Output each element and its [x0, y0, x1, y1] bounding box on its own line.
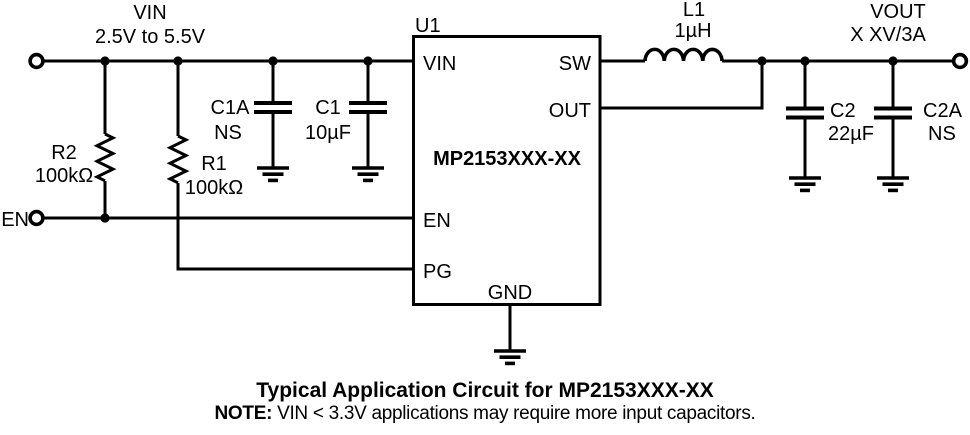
junction-dot	[888, 56, 898, 66]
junction-dot	[100, 213, 110, 223]
c2-ground-icon	[789, 176, 821, 193]
c1a-ref-label: C1A	[211, 97, 251, 119]
vout-net-label: VOUT	[870, 1, 926, 23]
c1a-ground-icon	[257, 166, 289, 183]
caption-note: NOTE: VIN < 3.3V applications may requir…	[0, 403, 970, 425]
resistor-r1-symbol	[166, 134, 190, 185]
ic-pin-pg-label: PG	[423, 261, 452, 283]
junction-dots	[100, 56, 898, 223]
inductor-l1-symbol	[643, 47, 724, 62]
capacitor-plates	[254, 101, 912, 120]
en-terminal-label: EN	[1, 209, 29, 231]
junction-dot	[173, 56, 183, 66]
junction-dot	[757, 56, 767, 66]
c2-ref-label: C2	[830, 100, 856, 122]
c1a-value-label: NS	[214, 122, 242, 144]
junction-dot	[363, 56, 373, 66]
ic-designator-label: U1	[415, 15, 441, 37]
r1-to-pg-wire	[176, 183, 413, 271]
resistor-r2-symbol	[93, 132, 117, 183]
junction-dot	[800, 56, 810, 66]
r1-ref-label: R1	[201, 153, 227, 175]
c2-value-label: 22µF	[828, 123, 874, 145]
c2a-ref-label: C2A	[923, 100, 963, 122]
ground-symbols	[257, 166, 909, 366]
junction-dot	[268, 56, 278, 66]
r1-value-label: 100kΩ	[185, 177, 243, 199]
c1-ground-icon	[352, 166, 384, 183]
r2-ref-label: R2	[51, 142, 77, 164]
out-wire	[600, 61, 764, 110]
ic-body	[412, 35, 602, 306]
vout-terminal	[951, 52, 969, 70]
ic-part-number-label: MP2153XXX-XX	[433, 148, 582, 170]
c1-value-label: 10µF	[305, 122, 351, 144]
vin-range-label: 2.5V to 5.5V	[95, 26, 206, 48]
ic-pin-out-label: OUT	[549, 100, 591, 122]
ic-pin-en-label: EN	[423, 210, 451, 232]
en-terminal	[28, 209, 45, 227]
caption-note-text: VIN < 3.3V applications may require more…	[272, 403, 756, 424]
c2a-ground-icon	[877, 176, 909, 193]
l1-ref-label: L1	[683, 0, 705, 21]
caption-title: Typical Application Circuit for MP2153XX…	[256, 379, 714, 402]
junction-dot	[100, 56, 110, 66]
ic-pin-gnd-label: GND	[488, 282, 532, 304]
vin-terminal	[28, 52, 45, 70]
ic-pin-vin-label: VIN	[423, 53, 456, 75]
c1-ref-label: C1	[315, 97, 341, 119]
vin-net-label: VIN	[133, 2, 166, 24]
terminals	[28, 52, 969, 227]
ic-pin-sw-label: SW	[559, 53, 591, 75]
r2-value-label: 100kΩ	[35, 165, 93, 187]
c2a-value-label: NS	[928, 123, 956, 145]
vout-rating-label: X XV/3A	[850, 24, 926, 46]
gnd-pin-ground-icon	[494, 349, 526, 366]
caption-note-label: NOTE:	[214, 403, 273, 424]
caption: Typical Application Circuit for MP2153XX…	[0, 379, 970, 425]
schematic-canvas: VIN 2.5V to 5.5V EN VOUT X XV/3A U1 VIN …	[1, 0, 969, 366]
l1-value-label: 1µH	[674, 20, 711, 42]
